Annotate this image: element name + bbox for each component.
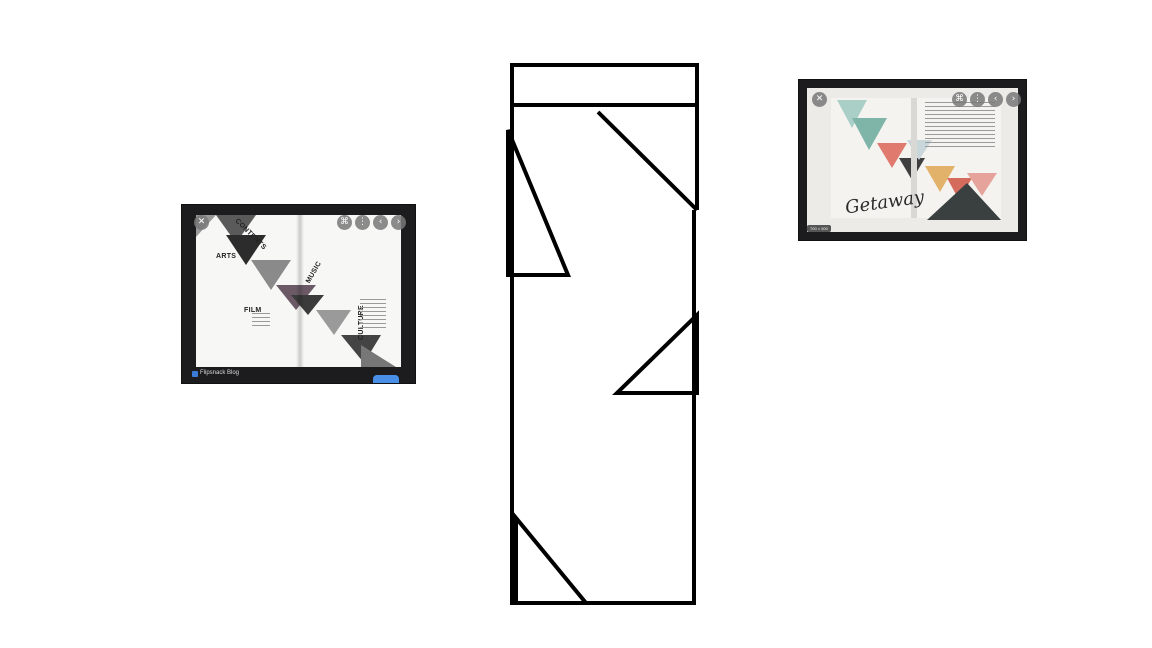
page-gutter xyxy=(296,215,304,367)
visit-button[interactable] xyxy=(373,375,399,383)
source-label[interactable]: Flipsnack Blog xyxy=(200,370,240,376)
film-list xyxy=(252,313,270,329)
image-preview-right[interactable]: Getaway ✕ ⌘ ⋮ ‹ › 700 × 500 xyxy=(799,80,1026,240)
sketch-triangle-bottom xyxy=(514,512,591,605)
sketch-body-box xyxy=(510,103,699,605)
heading-film: FILM xyxy=(244,307,262,314)
contents-list xyxy=(360,299,386,331)
spread-art xyxy=(196,215,396,367)
next-icon[interactable]: › xyxy=(391,215,406,230)
more-icon[interactable]: ⋮ xyxy=(970,92,985,107)
article-text xyxy=(925,102,995,150)
site-favicon-icon xyxy=(192,371,198,377)
next-icon[interactable]: › xyxy=(1006,92,1021,107)
travel-spread-art xyxy=(831,98,1001,220)
dimension-badge: 700 × 500 xyxy=(807,225,831,232)
sketch-header-box xyxy=(510,63,699,107)
magazine-spread: CONTENTS ARTS MUSIC FILM CULTURE xyxy=(196,215,401,367)
share-icon[interactable]: ⌘ xyxy=(952,92,967,107)
sketch-triangle-top xyxy=(506,129,571,277)
sketch-diagonal xyxy=(596,110,699,212)
prev-icon[interactable]: ‹ xyxy=(373,215,388,230)
close-icon[interactable]: ✕ xyxy=(194,215,209,230)
magazine-spread-travel: Getaway xyxy=(807,88,1018,232)
sketch-triangle-middle xyxy=(612,310,699,395)
heading-arts: ARTS xyxy=(216,253,237,260)
source-caption[interactable]: Flipsnack Blog xyxy=(182,369,415,383)
share-icon[interactable]: ⌘ xyxy=(337,215,352,230)
viewer-controls-right: ✕ ⌘ ⋮ ‹ › xyxy=(809,92,1021,108)
prev-icon[interactable]: ‹ xyxy=(988,92,1003,107)
image-preview-left[interactable]: CONTENTS ARTS MUSIC FILM CULTURE ✕ ⌘ ⋮ ‹… xyxy=(182,205,415,383)
viewer-controls: ✕ ⌘ ⋮ ‹ › xyxy=(192,215,406,231)
close-icon[interactable]: ✕ xyxy=(812,92,827,107)
more-icon[interactable]: ⋮ xyxy=(355,215,370,230)
